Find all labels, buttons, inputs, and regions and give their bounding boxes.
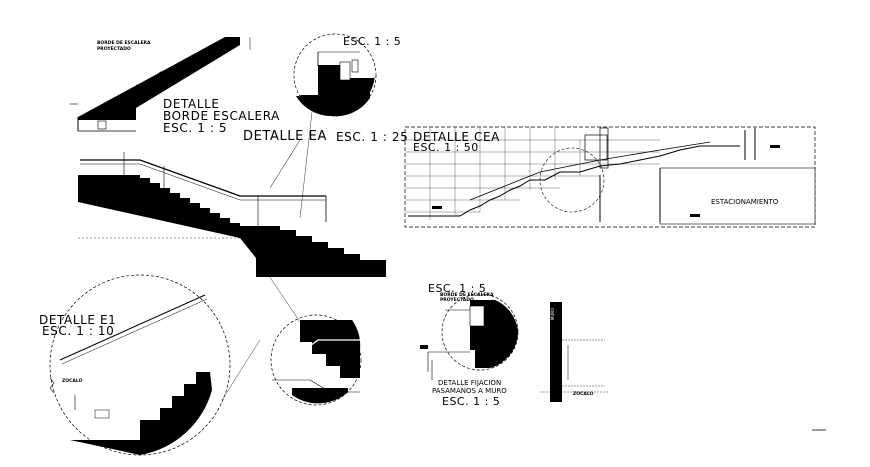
circle-top-scale: ESC. 1 : 5 bbox=[343, 35, 402, 48]
detalle-e1-scale: ESC. 1 : 10 bbox=[42, 324, 115, 338]
circle-detail-mid bbox=[270, 314, 362, 406]
fijacion-scale-top: ESC. 1 : 5 bbox=[428, 282, 487, 295]
detalle-ea-scale: ESC. 1 : 25 bbox=[336, 130, 409, 144]
elevation-cea bbox=[404, 126, 816, 228]
zocalo-label-e1: ZOCALO bbox=[62, 379, 83, 384]
borde-note: BORDE DE ESCALERA bbox=[97, 41, 151, 46]
fijacion-subtitle: PASAMANOS A MURO bbox=[432, 387, 507, 395]
detalle-e1-title: DETALLE E1 bbox=[39, 313, 117, 327]
wall-section-detail bbox=[540, 302, 608, 402]
fijacion-scale-bottom: ESC. 1 : 5 bbox=[442, 395, 501, 408]
detail-e1-circle bbox=[49, 274, 231, 456]
estacionamiento-label: ESTACIONAMIENTO bbox=[711, 198, 779, 206]
fijacion-borde-note: BORDE DE ESCALERA bbox=[440, 293, 494, 298]
fijacion-title: DETALLE FIJACION bbox=[438, 379, 502, 387]
detalle-borde-title: DETALLE bbox=[163, 97, 220, 111]
borde-escalera-detail bbox=[70, 37, 251, 132]
fijacion-detail bbox=[420, 293, 519, 380]
zocalo-label-wall: ZOCALO bbox=[573, 392, 594, 397]
detalle-borde-scale: ESC. 1 : 5 bbox=[163, 121, 228, 135]
circle-detail-top bbox=[293, 33, 377, 117]
muro-label: MURO bbox=[550, 307, 555, 320]
fijacion-borde-note-2: PROYECTADO bbox=[440, 298, 474, 303]
detalle-borde-subtitle: BORDE ESCALERA bbox=[163, 109, 280, 123]
detalle-cea-title: DETALLE CEA bbox=[413, 130, 500, 144]
stair-section-ea bbox=[78, 139, 386, 277]
borde-note-2: PROYECTADO bbox=[97, 47, 131, 52]
detalle-ea-title: DETALLE EA bbox=[243, 129, 327, 144]
detalle-cea-scale: ESC. 1 : 50 bbox=[413, 141, 479, 154]
